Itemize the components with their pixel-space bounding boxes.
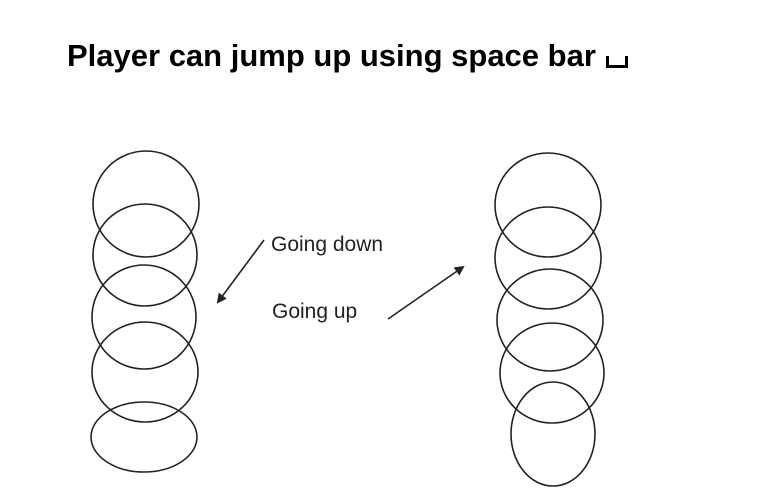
ball-frame-3 (91, 264, 197, 370)
ball-frame-2 (494, 206, 602, 310)
rising-ball-stack (494, 152, 605, 487)
ball-frame-1 (92, 150, 200, 258)
falling-ball-stack (90, 150, 200, 473)
ball-frame-4 (499, 322, 605, 424)
ball-frame-3 (496, 268, 604, 372)
title-text: Player can jump up using space bar (67, 38, 596, 73)
down-arrow (216, 239, 265, 304)
going-up-label: Going up (272, 300, 357, 323)
ball-frame-4 (91, 321, 199, 423)
ball-frame-1 (494, 152, 602, 258)
ball-frame-2 (92, 203, 198, 307)
going-down-label: Going down (271, 233, 383, 256)
ball-frame-stretched (510, 381, 596, 487)
ball-frame-squashed (90, 401, 198, 473)
space-bar-icon (605, 56, 628, 68)
up-arrow (387, 265, 465, 320)
page-title: Player can jump up using space bar (67, 36, 628, 76)
